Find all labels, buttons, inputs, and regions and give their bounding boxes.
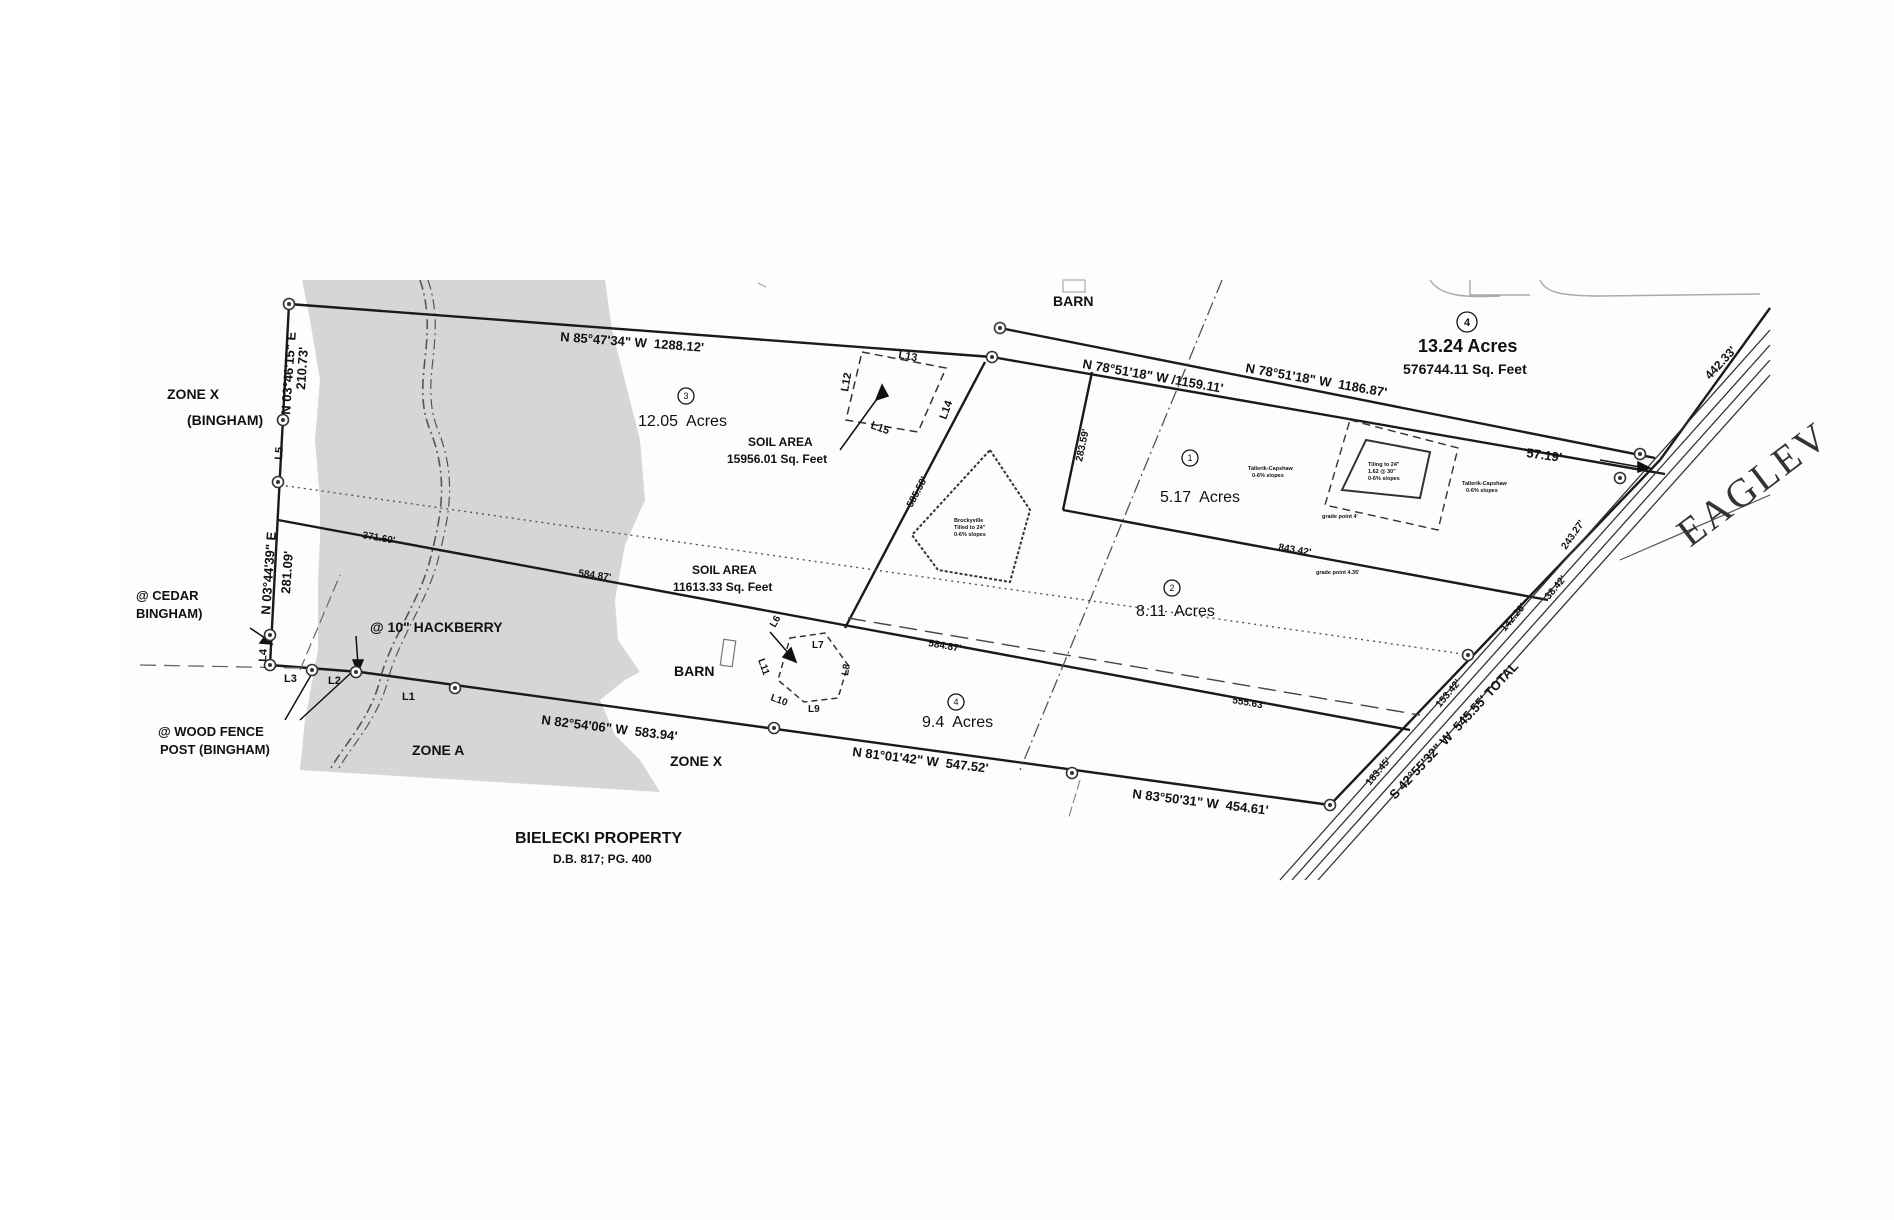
lot-number-circles [677,311,1478,711]
neighbor-deed: D.B. 817; PG. 400 [553,852,652,866]
lot-1-area: 5.17 Acres [1160,489,1240,506]
fence-line-south [1067,779,1081,821]
cedar-label: @ CEDAR [136,588,199,603]
zone-x-bingham-label: ZONE X [167,386,220,402]
perc-note-3: Tallerik-Capshaw [1462,481,1508,487]
survey-monuments-inner [268,302,1642,807]
cedar-owner-label: BINGHAM) [136,606,202,621]
wood-fence-owner-label: POST (BINGHAM) [160,742,270,757]
grade-note-2: grade point 4.35' [1316,570,1360,576]
bearing-south-3: N 83°50'31" W 454.61' [1132,786,1270,818]
soil-area-middle-polygon [910,448,1032,584]
dist-243: 243.27' [1559,518,1587,551]
barn-outline-north [1062,279,1086,293]
building-outline-north [1469,280,1530,296]
stream-line [329,279,443,771]
segment-L7: L7 [812,640,824,651]
soil-mid-note-3: 0-6% slopes [954,532,986,538]
bearing-west-2-length: 281.09' [278,550,296,594]
segment-L3: L3 [284,673,297,685]
dist-585: 585.58' [905,475,930,509]
road-right-of-way [1279,329,1771,881]
lot-4-north-sqft: 576744.11 Sq. Feet [1403,361,1527,377]
neighbor-name: BIELECKI PROPERTY [515,830,682,847]
flood-zone-a-area [300,280,660,792]
hackberry-label: @ 10" HACKBERRY [370,619,503,635]
boundary-lines [268,302,1771,807]
dist-555: 555.63' [1231,695,1265,712]
bearing-short-east: 57.19' [1526,445,1563,465]
soil-mid-note-2: Tilled to 24" [954,525,986,531]
barn-middle-label: BARN [674,663,714,679]
segment-L1: L1 [402,691,415,703]
fence-line-nw [299,574,341,671]
segment-L2: L2 [328,675,341,687]
lot-4-north-area: 13.24 Acres [1418,336,1517,356]
zone-a-label: ZONE A [412,742,464,758]
segment-L5: L5 [273,447,286,461]
segment-L13: L13 [897,349,918,364]
segment-L6: L6 [768,614,784,630]
segment-L15: L15 [869,420,891,438]
perc-note-3b: 0-6% slopes [1466,488,1498,494]
segment-L4: L4 [257,648,270,663]
soil-area-south-polygon [777,632,849,703]
lot-3-area: 12.05 Acres [638,413,727,430]
dist-283: 283.59' [1074,428,1092,463]
perc-note-2: Tiling to 24" [1368,462,1400,468]
segment-L14: L14 [938,398,956,421]
lot-2-area: 8.11 Acres [1136,603,1215,620]
segment-L9: L9 [808,704,820,715]
perc-area-polygon [1324,419,1459,531]
lot-4-south-number: 4 [953,697,958,707]
soil-area-north-polygon [845,351,948,433]
dotted-line [279,484,1471,656]
tick-top [757,282,767,288]
barn-north-label: BARN [1053,293,1093,309]
zone-x-south-label: ZONE X [670,753,723,769]
bearing-west-1-length: 210.73' [293,346,311,390]
dist-584a: 584.87' [578,568,612,583]
lot-1-number: 1 [1187,453,1192,463]
barn-outline-middle [719,638,737,668]
lot-2-number: 2 [1169,583,1174,593]
lot-4-south-area: 9.4 Acres [922,714,993,731]
stream-line-2 [337,279,451,771]
dist-584b: 584.87' [927,638,961,655]
segment-L12: L12 [839,372,854,393]
dashed-line [847,617,1421,716]
perc-note-1b: 0-6% slopes [1252,473,1284,479]
wood-fence-label: @ WOOD FENCE [158,724,264,739]
soil-mid-note-1: Brockyville [954,518,983,524]
road-name: EAGLEV [1668,412,1837,555]
road-edge [1619,494,1771,561]
grade-note-1: grade point 4' [1322,514,1359,520]
soil-area-north-sqft: 15956.01 Sq. Feet [727,452,827,466]
soil-area-south-sqft: 11613.33 Sq. Feet [673,580,772,594]
fence-line-vertical [1019,279,1223,771]
road-curve-north [1429,279,1761,298]
bearing-west-2: N 03°44'39" E [258,531,279,615]
zone-x-bingham-owner: (BINGHAM) [187,412,263,428]
dist-843: 843.42' [1277,542,1311,559]
segment-L10: L10 [769,692,789,708]
segment-L11: L11 [755,657,771,677]
segment-L8: L8 [840,663,853,677]
perc-note-2c: 0-6% slopes [1368,476,1400,482]
dist-142: 142.26' [1499,602,1529,634]
soil-area-south-title: SOIL AREA [692,563,757,577]
perc-note-1: Tallerik-Capshaw [1248,466,1294,472]
perc-area-inner [1340,438,1432,500]
soil-area-north-title: SOIL AREA [748,435,813,449]
perc-note-2b: 1.62 @ 30" [1368,469,1396,475]
lot-4-north-number: 4 [1464,317,1471,329]
lot-3-number: 3 [683,391,688,401]
bearing-west-1: N 03°46'15" E [278,331,299,415]
